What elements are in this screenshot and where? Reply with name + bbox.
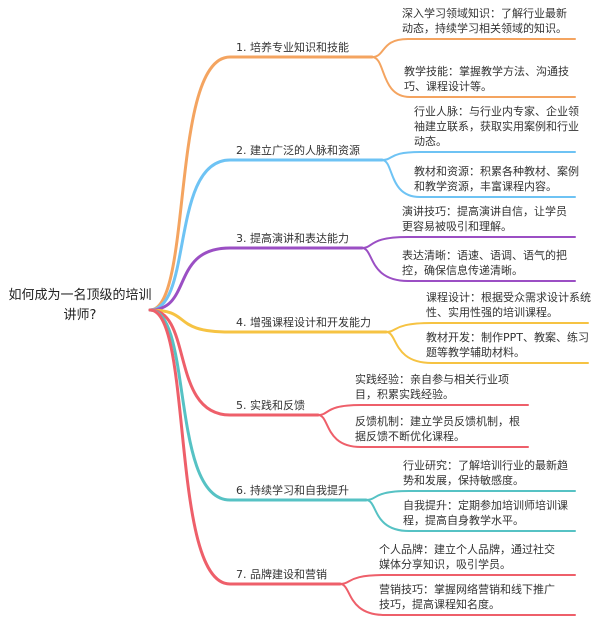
subtopic-3-2[interactable]: 表达清晰：语速、语调、语气的把控，确保信息传递清晰。 bbox=[402, 249, 567, 277]
leaf-connector-5-2 bbox=[317, 414, 529, 448]
subtopic-7-1[interactable]: 个人品牌：建立个人品牌，通过社交媒体分享知识，吸引学员。 bbox=[379, 543, 555, 571]
branch-topic-6[interactable]: 6. 持续学习和自我提升 bbox=[236, 484, 349, 497]
branch-topic-1[interactable]: 1. 培养专业知识和技能 bbox=[236, 41, 349, 54]
leaf-connector-4-2 bbox=[385, 331, 589, 364]
leaf-connector-3-1 bbox=[361, 236, 576, 249]
subtopic-2-1[interactable]: 行业人脉：与行业内专家、企业领袖建立联系，获取实用案例和行业动态。 bbox=[414, 105, 579, 148]
branch-connector-6 bbox=[148, 308, 368, 502]
leaf-connector-1-1 bbox=[371, 38, 576, 58]
leaf-connector-2-2 bbox=[381, 159, 576, 198]
leaf-connector-2-1 bbox=[381, 151, 576, 161]
leaf-connector-4-1 bbox=[385, 322, 589, 333]
branch-topic-2[interactable]: 2. 建立广泛的人脉和资源 bbox=[236, 144, 360, 157]
subtopic-4-2[interactable]: 教材开发：制作PPT、教案、练习题等教学辅助材料。 bbox=[426, 331, 589, 359]
subtopic-6-1[interactable]: 行业研究：了解培训行业的最新趋势和发展，保持敏感度。 bbox=[403, 459, 568, 487]
subtopic-4-1[interactable]: 课程设计：根据受众需求设计系统性、实用性强的培训课程。 bbox=[426, 291, 591, 319]
branch-connector-3 bbox=[148, 246, 364, 312]
subtopic-1-1[interactable]: 深入学习领域知识：了解行业最新动态，持续学习相关领域的知识。 bbox=[402, 7, 567, 35]
branch-connector-1 bbox=[148, 55, 374, 312]
branch-connector-4 bbox=[148, 308, 388, 334]
subtopic-6-2[interactable]: 自我提升：定期参加培训师培训课程，提高自身教学水平。 bbox=[403, 499, 568, 527]
branch-topic-5[interactable]: 5. 实践和反馈 bbox=[236, 399, 305, 412]
branch-connector-7 bbox=[148, 308, 342, 586]
leaf-connector-5-1 bbox=[317, 404, 529, 416]
branch-connector-2 bbox=[148, 158, 384, 312]
leaf-connector-6-2 bbox=[365, 499, 576, 532]
subtopic-1-2[interactable]: 教学技能：掌握教学方法、沟通技巧、课程设计等。 bbox=[404, 65, 569, 93]
subtopic-2-2[interactable]: 教材和资源：积累各种教材、案例和教学资源，丰富课程内容。 bbox=[414, 165, 579, 193]
leaf-connector-7-2 bbox=[339, 583, 576, 616]
branch-topic-3[interactable]: 3. 提高演讲和表达能力 bbox=[236, 232, 349, 245]
subtopic-3-1[interactable]: 演讲技巧：提高演讲自信，让学员更容易被吸引和理解。 bbox=[402, 205, 567, 233]
leaf-connector-3-2 bbox=[361, 247, 576, 282]
branch-connector-5 bbox=[148, 308, 320, 417]
branch-topic-4[interactable]: 4. 增强课程设计和开发能力 bbox=[236, 316, 371, 329]
leaf-connector-6-1 bbox=[365, 490, 576, 501]
subtopic-7-2[interactable]: 营销技巧：掌握网络营销和线下推广技巧，提高课程知名度。 bbox=[379, 583, 555, 611]
root-topic[interactable]: 如何成为一名顶级的培训讲师? bbox=[8, 288, 152, 323]
subtopic-5-2[interactable]: 反馈机制：建立学员反馈机制，根据反馈不断优化课程。 bbox=[355, 415, 520, 443]
subtopic-5-1[interactable]: 实践经验：亲自参与相关行业项目，积累实践经验。 bbox=[355, 373, 509, 401]
leaf-connector-7-1 bbox=[339, 574, 576, 585]
branch-topic-7[interactable]: 7. 品牌建设和营销 bbox=[236, 568, 327, 581]
leaf-connector-1-2 bbox=[371, 56, 576, 98]
